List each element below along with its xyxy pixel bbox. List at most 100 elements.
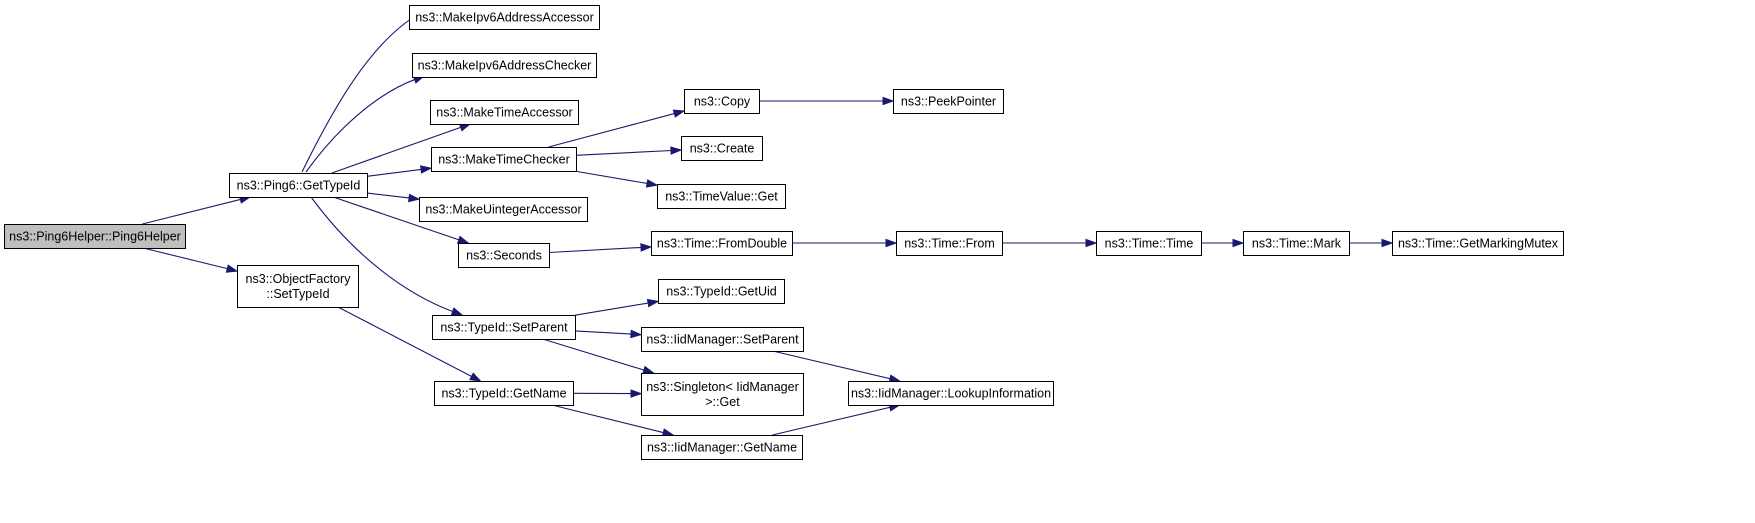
arrow-head-icon <box>885 238 898 248</box>
node-label: ns3::TypeId::GetName <box>441 387 566 401</box>
node-iid_getname[interactable]: ns3::IidManager::GetName <box>641 435 803 460</box>
node-label: ns3::MakeTimeChecker <box>438 153 570 167</box>
edge-line <box>333 196 460 241</box>
node-box <box>657 184 786 209</box>
node-typeid_setparent[interactable]: ns3::TypeId::SetParent <box>432 315 576 340</box>
edge-typeid_setparent-to-iid_setparent <box>574 329 643 339</box>
node-mk_ipv6_checker[interactable]: ns3::MakeIpv6AddressChecker <box>412 53 597 78</box>
edge-line <box>542 338 646 371</box>
node-box <box>641 435 803 460</box>
edge-line <box>574 302 650 316</box>
edge-line <box>143 247 229 270</box>
node-time_fromdouble[interactable]: ns3::Time::FromDouble <box>651 231 793 256</box>
node-label: ns3::IidManager::GetName <box>647 441 797 455</box>
node-time_time[interactable]: ns3::Time::Time <box>1096 231 1202 256</box>
edge-line <box>337 306 473 378</box>
node-label: ns3::IidManager::SetParent <box>646 333 799 347</box>
node-root[interactable]: ns3::Ping6Helper::Ping6Helper <box>4 224 186 249</box>
node-label: ns3::Time::Time <box>1105 237 1194 251</box>
edge-ping6_gettypeid-to-mk_uint_accessor <box>366 192 421 203</box>
node-box <box>1096 231 1202 256</box>
node-label: ns3::Seconds <box>466 249 542 263</box>
node-box <box>893 89 1004 114</box>
edge-mk_time_checker-to-copy <box>548 109 686 148</box>
edge-ping6_gettypeid-to-mk_ipv6_checker <box>305 75 426 173</box>
node-time_from[interactable]: ns3::Time::From <box>896 231 1003 256</box>
edge-ping6_gettypeid-to-typeid_setparent <box>310 196 464 316</box>
node-box <box>681 136 763 161</box>
node-box <box>651 231 793 256</box>
arrow-head-icon <box>225 264 239 273</box>
edge-line <box>772 350 892 380</box>
node-box <box>434 381 574 406</box>
node-time_getmarkingmutex[interactable]: ns3::Time::GetMarkingMutex <box>1392 231 1564 256</box>
arrow-head-icon <box>630 389 643 398</box>
node-box <box>1243 231 1350 256</box>
node-mk_time_accessor[interactable]: ns3::MakeTimeAccessor <box>430 100 579 125</box>
node-box <box>641 373 804 416</box>
edge-ping6_gettypeid-to-mk_time_checker <box>366 165 433 177</box>
edge-ping6_gettypeid-to-mk_ipv6_accessor <box>301 7 432 173</box>
edge-line <box>574 330 633 335</box>
edge-line <box>548 112 676 148</box>
node-box <box>237 265 359 308</box>
node-ping6_gettypeid[interactable]: ns3::Ping6::GetTypeId <box>229 173 368 198</box>
node-box <box>4 224 186 249</box>
node-box <box>412 53 597 78</box>
node-copy[interactable]: ns3::Copy <box>684 89 760 114</box>
node-timevalue_get[interactable]: ns3::TimeValue::Get <box>657 184 786 209</box>
arrow-head-icon <box>672 109 686 118</box>
node-label: ns3::Copy <box>694 95 751 109</box>
node-seconds[interactable]: ns3::Seconds <box>458 243 550 268</box>
edge-time_mark-to-time_getmarkingmutex <box>1349 238 1394 248</box>
node-label: ns3::Singleton< IidManager <box>646 380 799 394</box>
edge-seconds-to-time_fromdouble <box>548 243 653 254</box>
node-singleton_get[interactable]: ns3::Singleton< IidManager>::Get <box>641 373 804 416</box>
node-label: ns3::MakeUintegerAccessor <box>425 203 581 217</box>
edge-line <box>551 404 665 434</box>
edge-line <box>142 198 242 225</box>
node-box <box>458 243 550 268</box>
node-label: ns3::TypeId::GetUid <box>666 285 777 299</box>
node-label: ::SetTypeId <box>266 287 329 301</box>
node-label: ns3::Time::FromDouble <box>657 237 787 251</box>
arrow-head-icon <box>408 193 421 203</box>
edge-typeid_setparent-to-typeid_getuid <box>574 298 660 316</box>
node-create[interactable]: ns3::Create <box>681 136 763 161</box>
edge-line <box>548 246 643 254</box>
node-box <box>896 231 1003 256</box>
arrow-head-icon <box>645 179 659 188</box>
node-label: ns3::TypeId::SetParent <box>440 321 568 335</box>
node-label: ns3::Time::From <box>904 237 995 251</box>
node-box <box>684 89 760 114</box>
edge-root-to-ping6_gettypeid <box>142 195 252 225</box>
node-typeid_getname[interactable]: ns3::TypeId::GetName <box>434 381 574 406</box>
node-mk_ipv6_accessor[interactable]: ns3::MakeIpv6AddressAccessor <box>409 5 600 30</box>
node-label: ns3::Ping6::GetTypeId <box>237 179 361 193</box>
arrow-head-icon <box>1085 238 1098 248</box>
node-box <box>848 381 1054 406</box>
edge-mk_time_checker-to-create <box>575 146 683 156</box>
node-time_mark[interactable]: ns3::Time::Mark <box>1243 231 1350 256</box>
node-iid_lookup[interactable]: ns3::IidManager::LookupInformation <box>848 381 1054 406</box>
node-peekpointer[interactable]: ns3::PeekPointer <box>893 89 1004 114</box>
node-box <box>431 147 577 172</box>
arrow-head-icon <box>1381 238 1394 248</box>
node-box <box>229 173 368 198</box>
edge-time_fromdouble-to-time_from <box>792 238 898 248</box>
edge-line <box>575 149 673 156</box>
node-box <box>409 5 600 30</box>
edge-line <box>366 168 423 177</box>
node-label: ns3::MakeTimeAccessor <box>436 106 572 120</box>
node-objfactory_settypeid[interactable]: ns3::ObjectFactory::SetTypeId <box>237 265 359 308</box>
node-label: ns3::MakeIpv6AddressChecker <box>418 59 592 73</box>
node-mk_uint_accessor[interactable]: ns3::MakeUintegerAccessor <box>419 197 588 222</box>
node-label: ns3::PeekPointer <box>901 95 996 109</box>
node-box <box>430 100 579 125</box>
node-label: ns3::MakeIpv6AddressAccessor <box>415 11 594 25</box>
node-typeid_getuid[interactable]: ns3::TypeId::GetUid <box>658 279 785 304</box>
edge-line <box>573 170 649 185</box>
node-iid_setparent[interactable]: ns3::IidManager::SetParent <box>641 327 804 352</box>
node-mk_time_checker[interactable]: ns3::MakeTimeChecker <box>431 147 577 172</box>
nodes-layer: ns3::Ping6Helper::Ping6Helper ns3::Ping6:… <box>4 5 1564 460</box>
